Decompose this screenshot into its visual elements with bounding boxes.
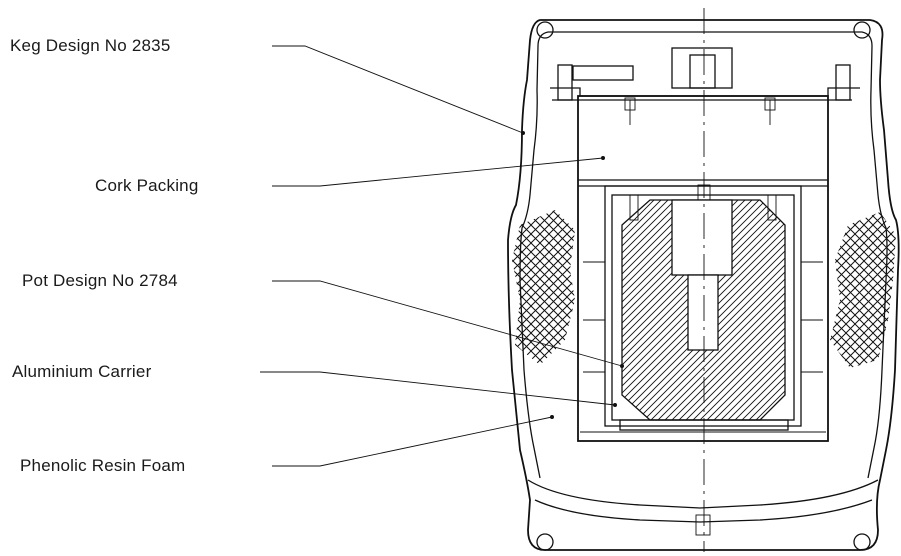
foam-hatch <box>512 210 896 368</box>
keg-shell <box>507 19 900 551</box>
leader-lines <box>260 45 624 467</box>
label-cork-packing: Cork Packing <box>95 176 199 195</box>
label-phenolic-resin-foam: Phenolic Resin Foam <box>20 456 186 475</box>
label-keg-design: Keg Design No 2835 <box>10 36 171 55</box>
pot <box>621 184 786 421</box>
label-pot-design: Pot Design No 2784 <box>22 271 178 290</box>
label-aluminium-carrier: Aluminium Carrier <box>12 362 152 381</box>
inner-housing <box>577 95 829 442</box>
